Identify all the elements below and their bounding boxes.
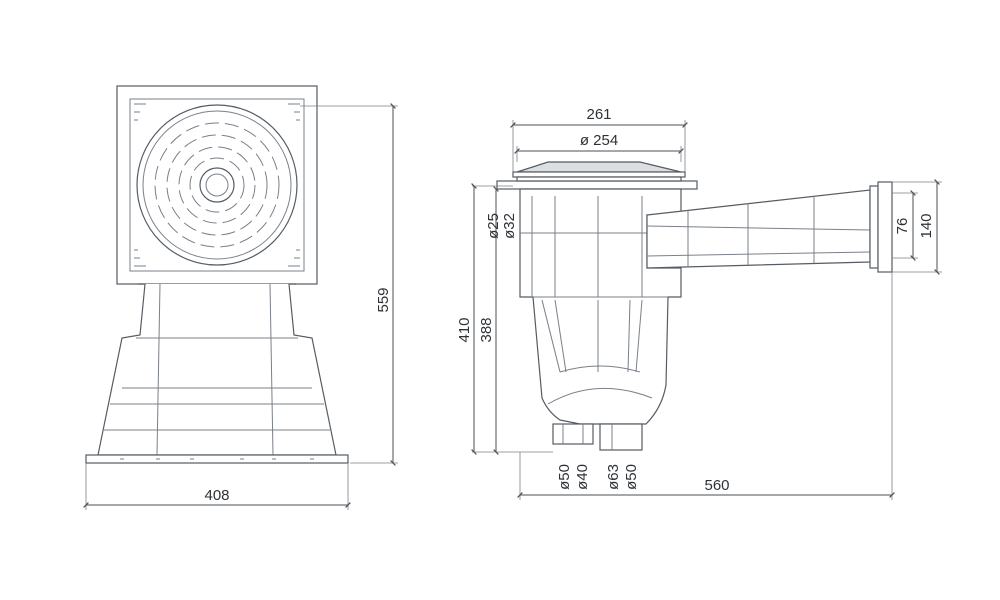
lid-diameter-dimension-label: ø 254: [580, 132, 618, 149]
outlet-d-label: ø50: [623, 464, 640, 490]
inlet-tube-ribs: [646, 196, 871, 266]
lid-center-hole: [205, 173, 229, 197]
outlet-right: [599, 423, 643, 451]
flange-outer-dimension-label: 140: [918, 213, 935, 238]
side-view: 261 ø 254 410 388 ø25 ø32 ø50 ø40 ø63 ø5…: [456, 106, 942, 500]
lid-plate: [512, 171, 686, 178]
outlet-b-label: ø40: [574, 464, 591, 490]
front-view: 408 559: [83, 85, 398, 510]
outlet-c-label: ø63: [605, 464, 622, 490]
collar: [516, 176, 682, 182]
lid-center-boss: [199, 167, 235, 203]
flange-inner: [869, 185, 879, 269]
frame-corner-hatching: [134, 103, 300, 267]
skimmer-body-front: [97, 283, 337, 456]
lid-ribs: [154, 122, 280, 248]
body-height-dimension-label: 388: [478, 317, 495, 342]
lid-profile: [516, 161, 682, 173]
skimmer-frame-inner: [129, 98, 305, 272]
flange-inner-dimension-label: 76: [894, 218, 911, 235]
body-ribs-side: [520, 196, 668, 405]
outlet-a-label: ø50: [556, 464, 573, 490]
inlet-small-label: ø25: [485, 213, 502, 239]
flange-outer: [877, 181, 893, 273]
inlet-large-label: ø32: [501, 213, 518, 239]
total-height-dimension-label: 410: [456, 317, 473, 342]
outlet-left: [552, 423, 594, 445]
skimmer-lid-rim: [142, 110, 292, 260]
base-plate: [85, 454, 349, 464]
lid-width-dimension-label: 261: [586, 106, 611, 123]
length-dimension-label: 560: [704, 477, 729, 494]
body-ribs-front: [104, 283, 330, 456]
skimmer-body-side: [519, 188, 682, 425]
height-dimension-label: 559: [375, 287, 392, 312]
width-dimension-label: 408: [204, 487, 229, 504]
collar-flange: [496, 180, 698, 190]
